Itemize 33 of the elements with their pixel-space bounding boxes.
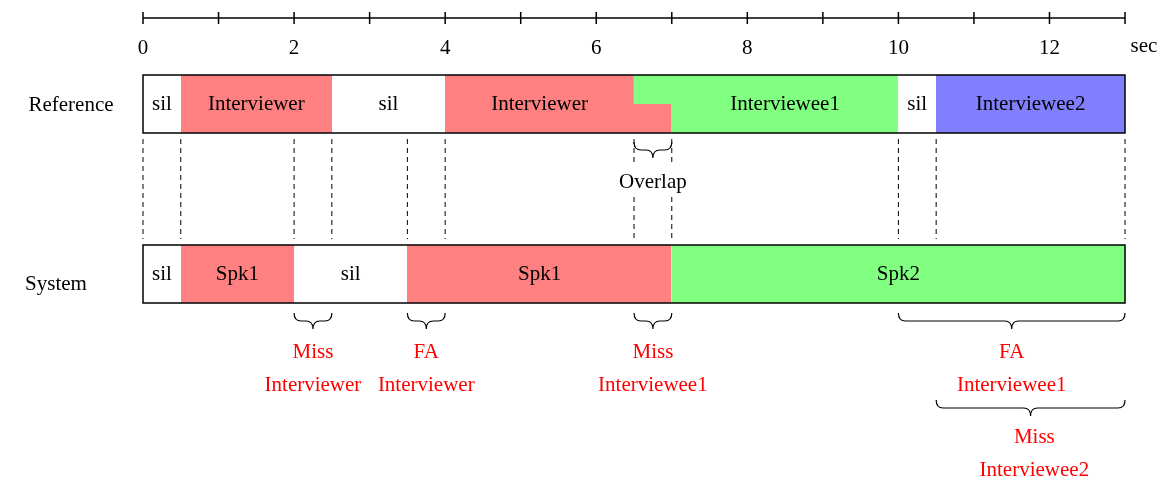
tick-label: 12 [1037,34,1061,61]
tick-label: 8 [741,34,754,61]
segment-label: Interviewee2 [975,92,1086,116]
tick-label: 6 [590,34,603,61]
segment-label: Interviewer [491,92,588,116]
segment-label: sil [907,92,928,116]
error-label: FA Interviewer [376,338,476,398]
segment-label: Interviewer [207,92,305,116]
segment-label: Spk1 [215,262,259,286]
segment-label: sil [151,262,172,286]
tick-label: 2 [287,34,301,61]
segment-label: Spk2 [876,262,920,286]
speaker-segment [936,75,1125,133]
tick-label: 4 [438,34,452,61]
tick-label: 10 [886,34,910,61]
overlap-label: Overlap [618,168,688,195]
speaker-segment [671,245,1125,303]
segment-label: sil [151,92,172,116]
error-label: FA Interviewee1 [955,338,1068,398]
axis-unit: sec [1129,32,1159,59]
speaker-segment [180,245,295,303]
segment-label: Spk1 [518,262,562,286]
segment-label: sil [340,262,361,286]
row-label: Reference [27,91,115,118]
tick-label: 0 [136,34,150,61]
error-label: Miss Interviewee1 [597,338,709,398]
speaker-segment [180,75,332,133]
row-label: System [24,270,88,297]
speaker-segment [407,245,672,303]
error-label: Miss Interviewer [263,338,363,398]
segment-label: Interviewee1 [730,92,840,116]
error-label: Miss Interviewee2 [978,423,1091,483]
segment-label: sil [378,92,399,116]
